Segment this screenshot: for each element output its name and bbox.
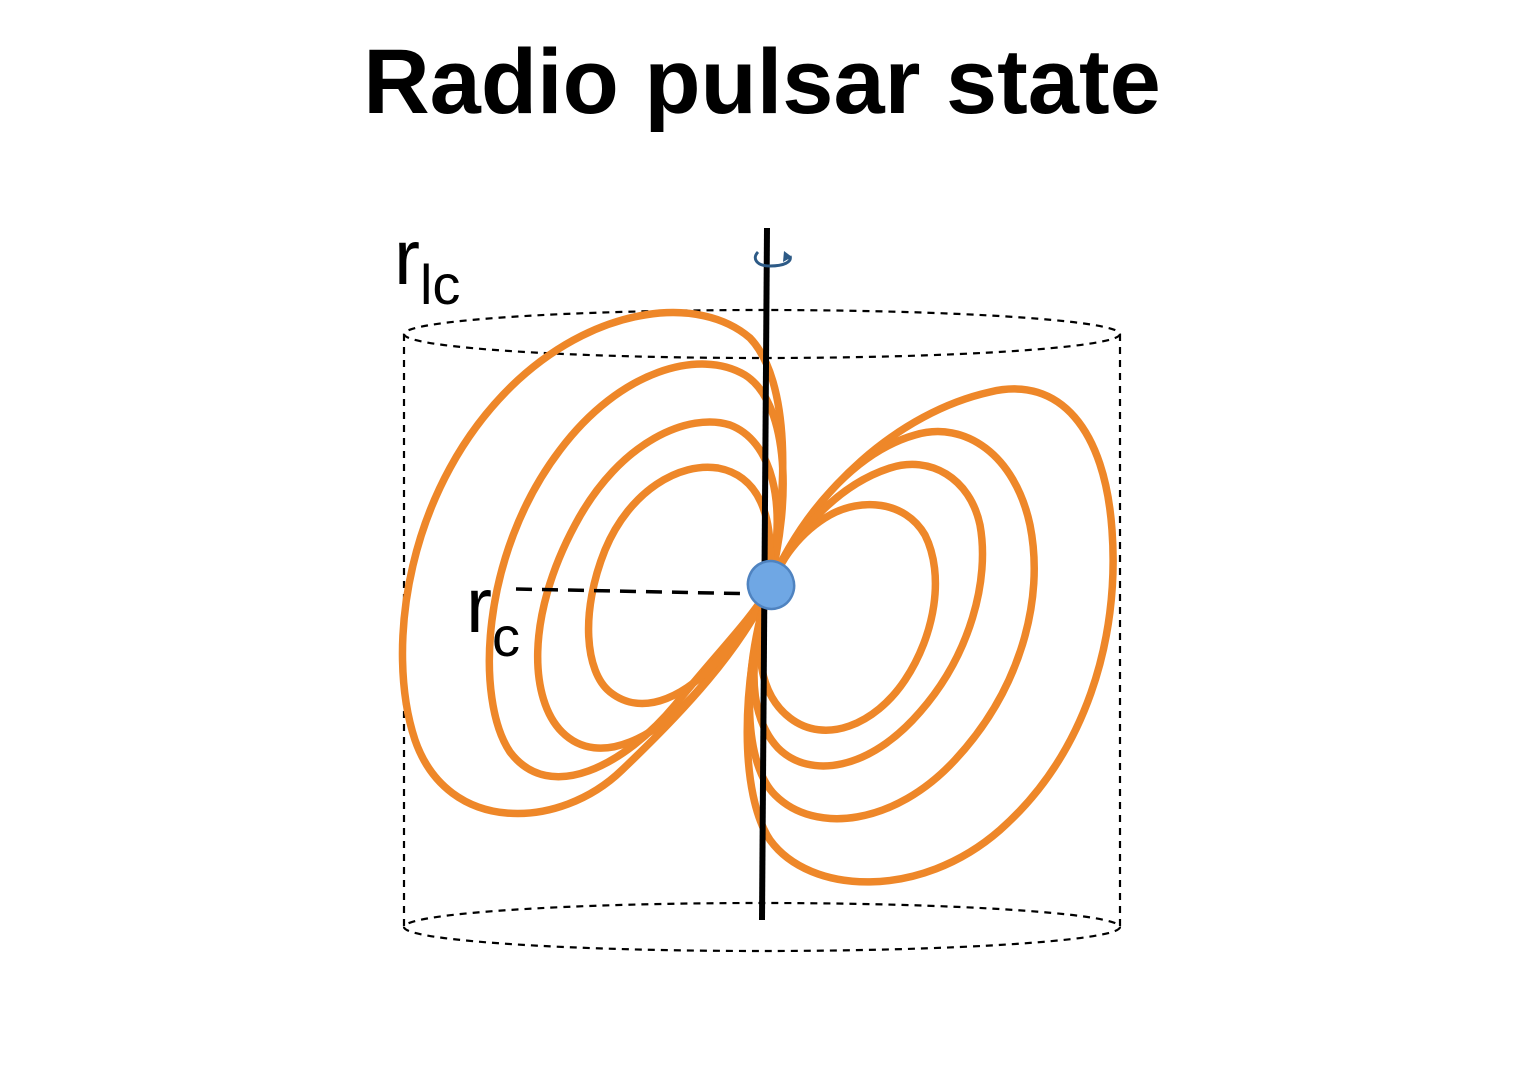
field-line-left-2 xyxy=(485,360,787,781)
light-cylinder-label-main: r xyxy=(394,213,420,301)
corotation-label-main: r xyxy=(466,561,492,649)
field-line-left-outer xyxy=(398,308,787,818)
field-line-left-3 xyxy=(534,418,781,752)
corotation-radius-line xyxy=(515,587,763,596)
field-line-left-4 xyxy=(584,463,775,708)
neutron-star xyxy=(746,559,796,611)
page-title: Radio pulsar state xyxy=(363,31,1161,133)
corotation-label: rc xyxy=(466,561,520,668)
field-line-right-3 xyxy=(750,460,987,770)
field-line-right-4 xyxy=(756,500,940,734)
light-cylinder-label-sub: lc xyxy=(420,253,460,316)
light-cylinder-label: rlc xyxy=(394,213,460,316)
field-line-right-2 xyxy=(745,427,1038,823)
corotation-label-sub: c xyxy=(492,605,520,668)
rotation-arrow-icon xyxy=(753,250,792,268)
